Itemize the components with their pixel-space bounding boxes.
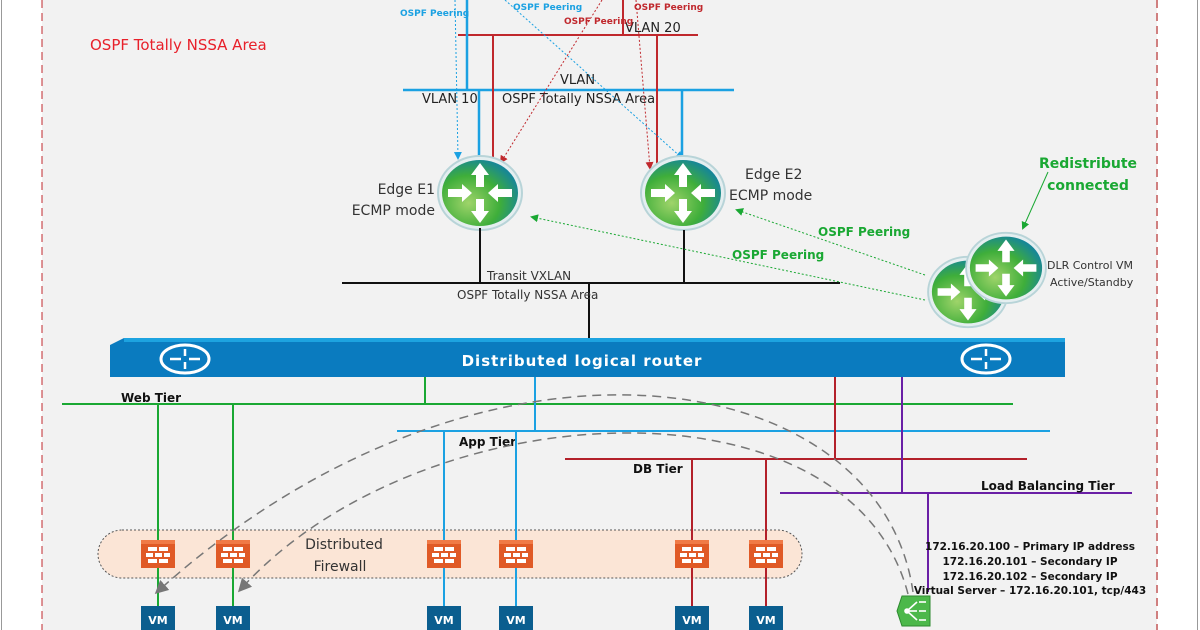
firewall-icon[interactable] (141, 540, 175, 568)
area-title: OSPF Totally NSSA Area (90, 36, 267, 54)
vm-icon[interactable]: VM (427, 606, 461, 630)
edge-e2-router-icon[interactable] (640, 155, 726, 231)
redistribute-arrow (1021, 171, 1049, 230)
vm-label: VM (682, 614, 701, 627)
edge-e2-mode: ECMP mode (729, 188, 812, 204)
vm-label: VM (434, 614, 453, 627)
firewall-icon[interactable] (216, 540, 250, 568)
firewall-label: Distributed (305, 537, 383, 553)
vm-label: VM (223, 614, 242, 627)
redistribute-label-2: connected (1047, 178, 1129, 194)
edge-e2-name: Edge E2 (745, 167, 802, 183)
lb-ip-info: 172.16.20.100 – Primary IP address 172.1… (914, 541, 1146, 597)
vm-label: VM (756, 614, 775, 627)
blue-peering-e2 (504, 0, 684, 160)
blue-peering-label-2: OSPF Peering (513, 3, 582, 13)
vlan-label: VLAN (560, 73, 595, 88)
edge-e1-name: Edge E1 (378, 182, 435, 198)
dlr-control-status: Active/Standby (1050, 276, 1134, 289)
web-tier-label: Web Tier (121, 391, 181, 405)
transit-label: Transit VXLAN (486, 269, 571, 283)
vm-icon[interactable]: VM (749, 606, 783, 630)
lb-tier-label: Load Balancing Tier (981, 479, 1115, 493)
green-peering-label-1: OSPF Peering (732, 248, 824, 262)
vm-icon[interactable]: VM (141, 606, 175, 630)
red-peering-label-2: OSPF Peering (634, 3, 703, 13)
app-tier-label: App Tier (459, 435, 516, 449)
vlan-area-label: OSPF Totally NSSA Area (502, 92, 655, 107)
lb-traffic-arc-vm2 (237, 432, 909, 595)
lb-ip-line: Virtual Server – 172.16.20.101, tcp/443 (914, 585, 1146, 597)
blue-peering-label-1: OSPF Peering (400, 9, 469, 19)
vm-icon[interactable]: VM (499, 606, 533, 630)
distributed-logical-router-bar[interactable]: Distributed logical router (110, 338, 1065, 377)
redistribute-label: Redistribute (1039, 156, 1137, 172)
lb-traffic-arc-vm1 (154, 394, 914, 595)
green-peering-label-2: OSPF Peering (818, 225, 910, 239)
vlan10-label: VLAN 10 (422, 92, 478, 107)
lb-ip-line: 172.16.20.100 – Primary IP address (925, 541, 1135, 553)
dlr-control-vm-active-icon[interactable] (965, 231, 1047, 305)
firewall-icon[interactable] (427, 540, 461, 568)
dlr-control-label: DLR Control VM (1047, 259, 1133, 272)
vm-icon[interactable]: VM (675, 606, 709, 630)
lb-ip-line: 172.16.20.102 – Secondary IP (942, 571, 1117, 583)
firewall-icon[interactable] (499, 540, 533, 568)
edge-e1-router-icon[interactable] (437, 155, 523, 231)
firewall-icon[interactable] (749, 540, 783, 568)
vm-icon[interactable]: VM (216, 606, 250, 630)
load-balancer-icon[interactable] (896, 595, 931, 627)
vlan20-label: VLAN 20 (625, 21, 681, 36)
db-tier-label: DB Tier (633, 462, 683, 476)
red-peering-e2 (635, 0, 654, 170)
vm-label: VM (506, 614, 525, 627)
red-peering-label-1: OSPF Peering (564, 17, 633, 27)
edge-e1-mode: ECMP mode (352, 203, 435, 219)
transit-area-label: OSPF Totally NSSA Area (457, 288, 598, 302)
green-peering-e2 (735, 208, 926, 276)
lb-ip-line: 172.16.20.101 – Secondary IP (942, 556, 1117, 568)
firewall-icon[interactable] (675, 540, 709, 568)
firewall-label-2: Firewall (314, 559, 367, 575)
green-peering-e1 (530, 214, 926, 301)
dlr-title: Distributed logical router (462, 352, 703, 370)
vm-label: VM (148, 614, 167, 627)
